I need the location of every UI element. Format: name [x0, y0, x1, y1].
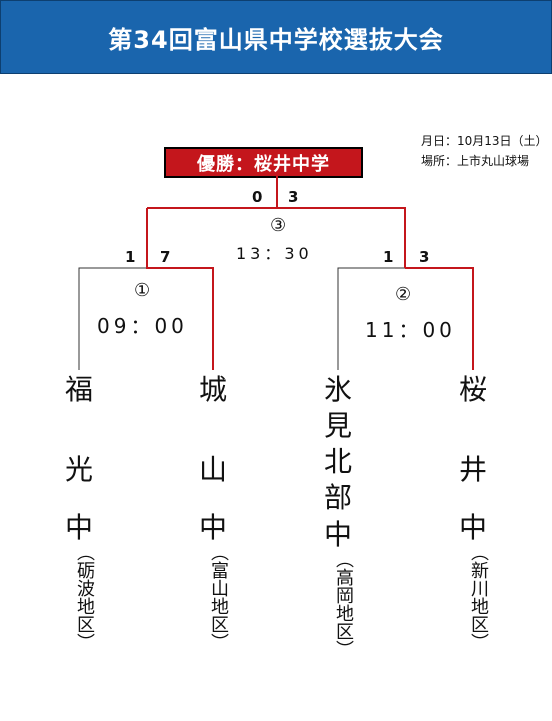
- team-name: 氷見北部: [323, 373, 352, 514]
- semi2-match-time: 11：00: [365, 318, 456, 342]
- bracket-line-final-right: [276, 174, 406, 268]
- semi1-match-number: ①: [134, 280, 151, 301]
- team-region: （新川地区）: [468, 543, 489, 651]
- semi2-match-number: ②: [395, 284, 412, 305]
- team-region: （高岡地区）: [333, 550, 354, 658]
- final-score-left: 0: [252, 188, 263, 206]
- semi1-score-right: 7: [160, 248, 171, 266]
- team-himi-hokubu: 氷見北部 中 （高岡地区）: [316, 372, 360, 658]
- team-suffix: 中: [64, 511, 93, 544]
- match-date: 月日：10月13日（土）: [421, 134, 548, 148]
- semi1-match-time: 09：00: [97, 314, 188, 338]
- champion-label: 優勝：桜井中学: [197, 153, 330, 175]
- bracket-line-shiroyama: [146, 208, 214, 370]
- page-title: 第34回富山県中学校選抜大会: [108, 25, 444, 54]
- team-name: 城山: [198, 373, 227, 486]
- team-fukumitsu: 福光 中 （砺波地区）: [57, 372, 101, 651]
- final-match-number: ③: [270, 215, 287, 236]
- bracket-line-sakurai-semi: [405, 267, 474, 370]
- team-suffix: 中: [198, 511, 227, 544]
- team-name: 桜井: [458, 373, 487, 486]
- team-region: （富山地区）: [208, 543, 229, 651]
- bracket-line-fukumitsu: [78, 267, 147, 370]
- semi2-score-right: 3: [419, 248, 430, 266]
- bracket-line-himi-hokubu: [337, 267, 405, 370]
- team-suffix: 中: [323, 518, 352, 551]
- team-region: （砺波地区）: [74, 543, 95, 651]
- header-banner: 第34回富山県中学校選抜大会: [0, 0, 552, 74]
- champion-banner: 優勝：桜井中学: [164, 147, 363, 178]
- team-shiroyama: 城山 中 （富山地区）: [191, 372, 235, 651]
- team-name: 福光: [64, 373, 93, 486]
- team-sakurai: 桜井 中 （新川地区）: [451, 372, 495, 651]
- semi1-score-left: 1: [125, 248, 136, 266]
- final-score-right: 3: [288, 188, 299, 206]
- final-match-time: 13：30: [236, 244, 313, 263]
- team-suffix: 中: [458, 511, 487, 544]
- semi2-score-left: 1: [383, 248, 394, 266]
- match-venue: 場所：上市丸山球場: [421, 154, 530, 168]
